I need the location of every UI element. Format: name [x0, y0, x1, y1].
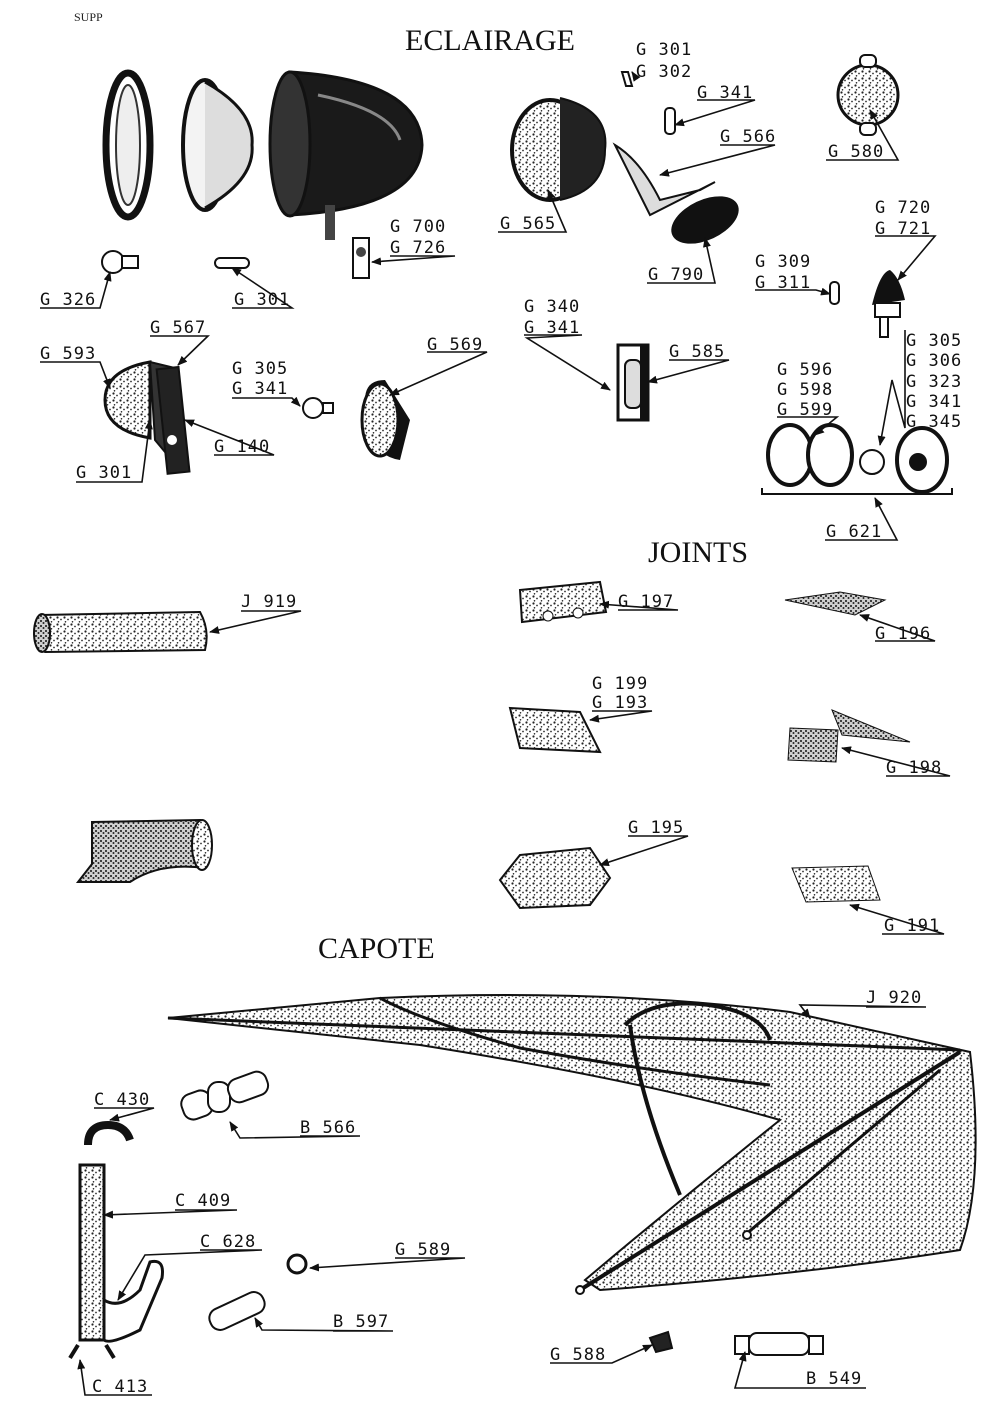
- label-g569: G 569: [427, 335, 484, 355]
- reflector-g580: [836, 54, 900, 136]
- label-c628: C 628: [200, 1232, 257, 1252]
- bolt-b549: [734, 1332, 824, 1356]
- label-g326: G 326: [40, 290, 97, 310]
- label-g195: G 195: [628, 818, 685, 838]
- label-g700: G 700: [390, 217, 447, 237]
- nut-g589: [286, 1253, 308, 1275]
- seal-strip-roll: [75, 818, 213, 883]
- bulb-g305: [302, 397, 334, 419]
- horn-trumpet-g566: [612, 142, 716, 217]
- clip-g588: [648, 1330, 674, 1354]
- label-g345: G 345: [906, 412, 963, 432]
- label-c409: C 409: [175, 1191, 232, 1211]
- horn-membrane-g790: [671, 196, 739, 244]
- label-g598: G 598: [777, 380, 834, 400]
- fuse-holder-g585: [616, 343, 650, 422]
- heading-joints: JOINTS: [648, 536, 749, 569]
- bulb-holder-g326: [101, 250, 139, 274]
- leader-lines: [40, 71, 951, 1396]
- label-g198: G 198: [886, 758, 943, 778]
- switch-g700: [352, 237, 370, 279]
- label-g721: G 721: [875, 219, 932, 239]
- label-g580: G 580: [828, 142, 885, 162]
- label-g341-top: G 341: [697, 83, 754, 103]
- festoon-bulb-g301: [214, 257, 250, 269]
- label-g311: G 311: [755, 273, 812, 293]
- label-g565: G 565: [500, 214, 557, 234]
- label-c430: C 430: [94, 1090, 151, 1110]
- label-g589: G 589: [395, 1240, 452, 1260]
- label-g790: G 790: [648, 265, 705, 285]
- label-g596: G 596: [777, 360, 834, 380]
- label-g193: G 193: [592, 693, 649, 713]
- label-g309: G 309: [755, 252, 812, 272]
- label-g566: G 566: [720, 127, 777, 147]
- label-g621: G 621: [826, 522, 883, 542]
- label-g306: G 306: [906, 351, 963, 371]
- label-g341-mid: G 341: [524, 318, 581, 338]
- label-g340: G 340: [524, 297, 581, 317]
- label-j920: J 920: [866, 988, 923, 1008]
- label-g585: G 585: [669, 342, 726, 362]
- heading-eclairage: ECLAIRAGE: [405, 24, 575, 57]
- corner-text: SUPP: [74, 10, 103, 24]
- label-b566: B 566: [300, 1118, 357, 1138]
- label-g196: G 196: [875, 624, 932, 644]
- indicator-lamp-g720: [872, 270, 905, 338]
- hood-frame-j920: [167, 994, 977, 1295]
- headlamp-rim: [102, 69, 154, 221]
- label-g191: G 191: [884, 916, 941, 936]
- label-g341-left: G 341: [232, 379, 289, 399]
- label-g323: G 323: [906, 372, 963, 392]
- horn-body-g565: [510, 97, 607, 202]
- gasket-g198: [787, 709, 911, 763]
- label-g301-mid: G 301: [234, 290, 291, 310]
- headlamp-reflector: [181, 78, 254, 212]
- bulb-g309: [829, 281, 840, 305]
- stop-lamp-g621: [761, 423, 953, 495]
- label-g567: G 567: [150, 318, 207, 338]
- label-g140: G 140: [214, 437, 271, 457]
- gasket-g197: [518, 580, 608, 624]
- gasket-g199: [508, 706, 602, 754]
- label-g720: G 720: [875, 198, 932, 218]
- small-bulb-g341: [664, 107, 676, 135]
- pin-b597: [208, 1291, 266, 1331]
- label-g199: G 199: [592, 674, 649, 694]
- label-g302: G 302: [636, 62, 693, 82]
- gasket-g195: [498, 846, 612, 910]
- label-g341-right: G 341: [906, 392, 963, 412]
- label-j919: J 919: [241, 592, 298, 612]
- label-b549: B 549: [806, 1369, 863, 1389]
- label-g305-right: G 305: [906, 331, 963, 351]
- label-g305-left: G 305: [232, 359, 289, 379]
- label-g726: G 726: [390, 238, 447, 258]
- label-g593: G 593: [40, 344, 97, 364]
- seal-roll-j919: [33, 610, 208, 654]
- knob-b566: [180, 1070, 270, 1121]
- label-g599: G 599: [777, 400, 834, 420]
- hood-support-c409: [68, 1120, 164, 1360]
- label-b597: B 597: [333, 1312, 390, 1332]
- rear-lamp-g593: [103, 360, 191, 475]
- gasket-g191: [791, 865, 881, 903]
- label-g197: G 197: [618, 592, 675, 612]
- headlamp-shell: [268, 70, 424, 240]
- small-bulb-g302: [620, 71, 634, 87]
- gasket-g196: [784, 591, 887, 616]
- label-c413: C 413: [92, 1377, 149, 1397]
- lamp-g569: [360, 380, 410, 460]
- label-g301-top: G 301: [636, 40, 693, 60]
- label-g301-low: G 301: [76, 463, 133, 483]
- label-g588: G 588: [550, 1345, 607, 1365]
- heading-capote: CAPOTE: [318, 932, 435, 965]
